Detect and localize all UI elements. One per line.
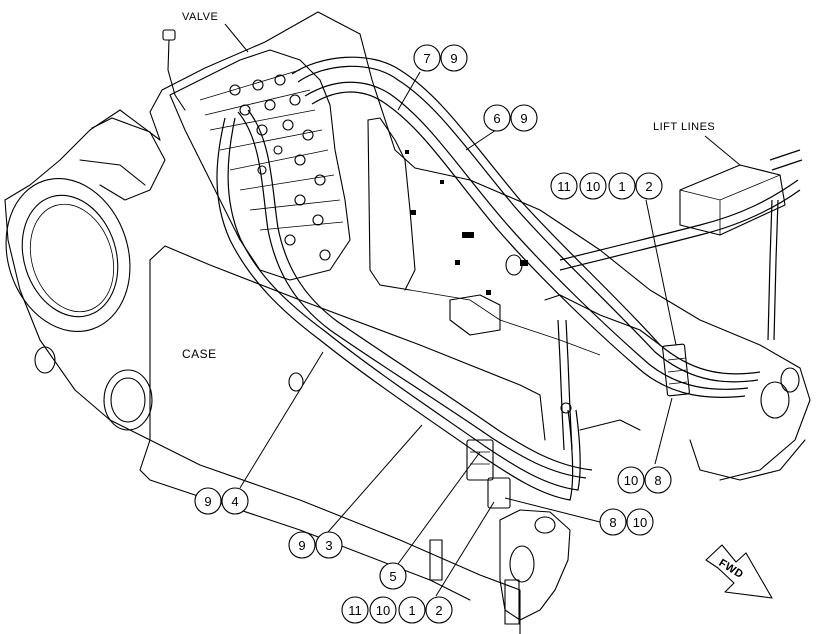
fwd-arrow: FWD bbox=[705, 544, 773, 599]
callout-bottom-1: 1 bbox=[408, 603, 415, 618]
callout-bottom-10: 10 bbox=[376, 603, 390, 618]
callout-9-3: 9 3 bbox=[288, 531, 343, 559]
callout-9-3-a: 9 bbox=[298, 538, 305, 553]
case-frame bbox=[4, 11, 811, 634]
fwd-arrow-label: FWD bbox=[717, 557, 746, 581]
callout-top-11: 11 bbox=[557, 179, 571, 194]
callout-11-10-1-2-bottom: 11 10 1 2 bbox=[341, 596, 453, 624]
callout-bottom-2: 2 bbox=[435, 603, 442, 618]
callout-right-10: 10 bbox=[624, 473, 638, 488]
callout-top-10: 10 bbox=[586, 179, 600, 194]
callout-bottom-11: 11 bbox=[348, 603, 362, 618]
callout-9-4: 9 4 bbox=[194, 487, 249, 515]
side-plate-holes bbox=[405, 150, 528, 295]
callout-7-9: 7 9 bbox=[413, 44, 468, 72]
final-drive-bore bbox=[5, 177, 131, 333]
callout-right-8: 8 bbox=[654, 473, 661, 488]
valve-ports bbox=[229, 74, 331, 261]
case-label: CASE bbox=[182, 347, 217, 361]
lift-lines-label: LIFT LINES bbox=[653, 121, 715, 133]
callout-7-9-a: 7 bbox=[423, 51, 430, 66]
callout-6-9-b: 9 bbox=[520, 111, 527, 126]
valve-label: VALVE bbox=[182, 11, 218, 23]
callout-9-4-a: 9 bbox=[204, 494, 211, 509]
callout-6-9-a: 6 bbox=[493, 111, 500, 126]
callout-8-10-mid: 8 10 bbox=[599, 508, 654, 536]
callout-6-9: 6 9 bbox=[483, 104, 538, 132]
callout-mid-10: 10 bbox=[633, 515, 647, 530]
hydraulic-hoses bbox=[216, 56, 803, 501]
callout-5-a: 5 bbox=[389, 569, 396, 584]
callout-mid-8: 8 bbox=[609, 515, 616, 530]
callout-9-3-b: 3 bbox=[325, 538, 332, 553]
callout-10-8-right: 10 8 bbox=[617, 466, 672, 494]
callout-top-2: 2 bbox=[645, 179, 652, 194]
hose-clamps bbox=[466, 343, 690, 509]
valve-assembly bbox=[162, 29, 351, 281]
callout-11-10-1-2-top: 11 10 1 2 bbox=[550, 172, 663, 200]
callout-5: 5 bbox=[379, 562, 407, 590]
callout-9-4-b: 4 bbox=[231, 494, 238, 509]
callout-leaders bbox=[239, 71, 677, 597]
callout-top-1: 1 bbox=[618, 179, 625, 194]
callout-7-9-b: 9 bbox=[450, 51, 457, 66]
text-labels: VALVE LIFT LINES CASE bbox=[182, 11, 741, 361]
